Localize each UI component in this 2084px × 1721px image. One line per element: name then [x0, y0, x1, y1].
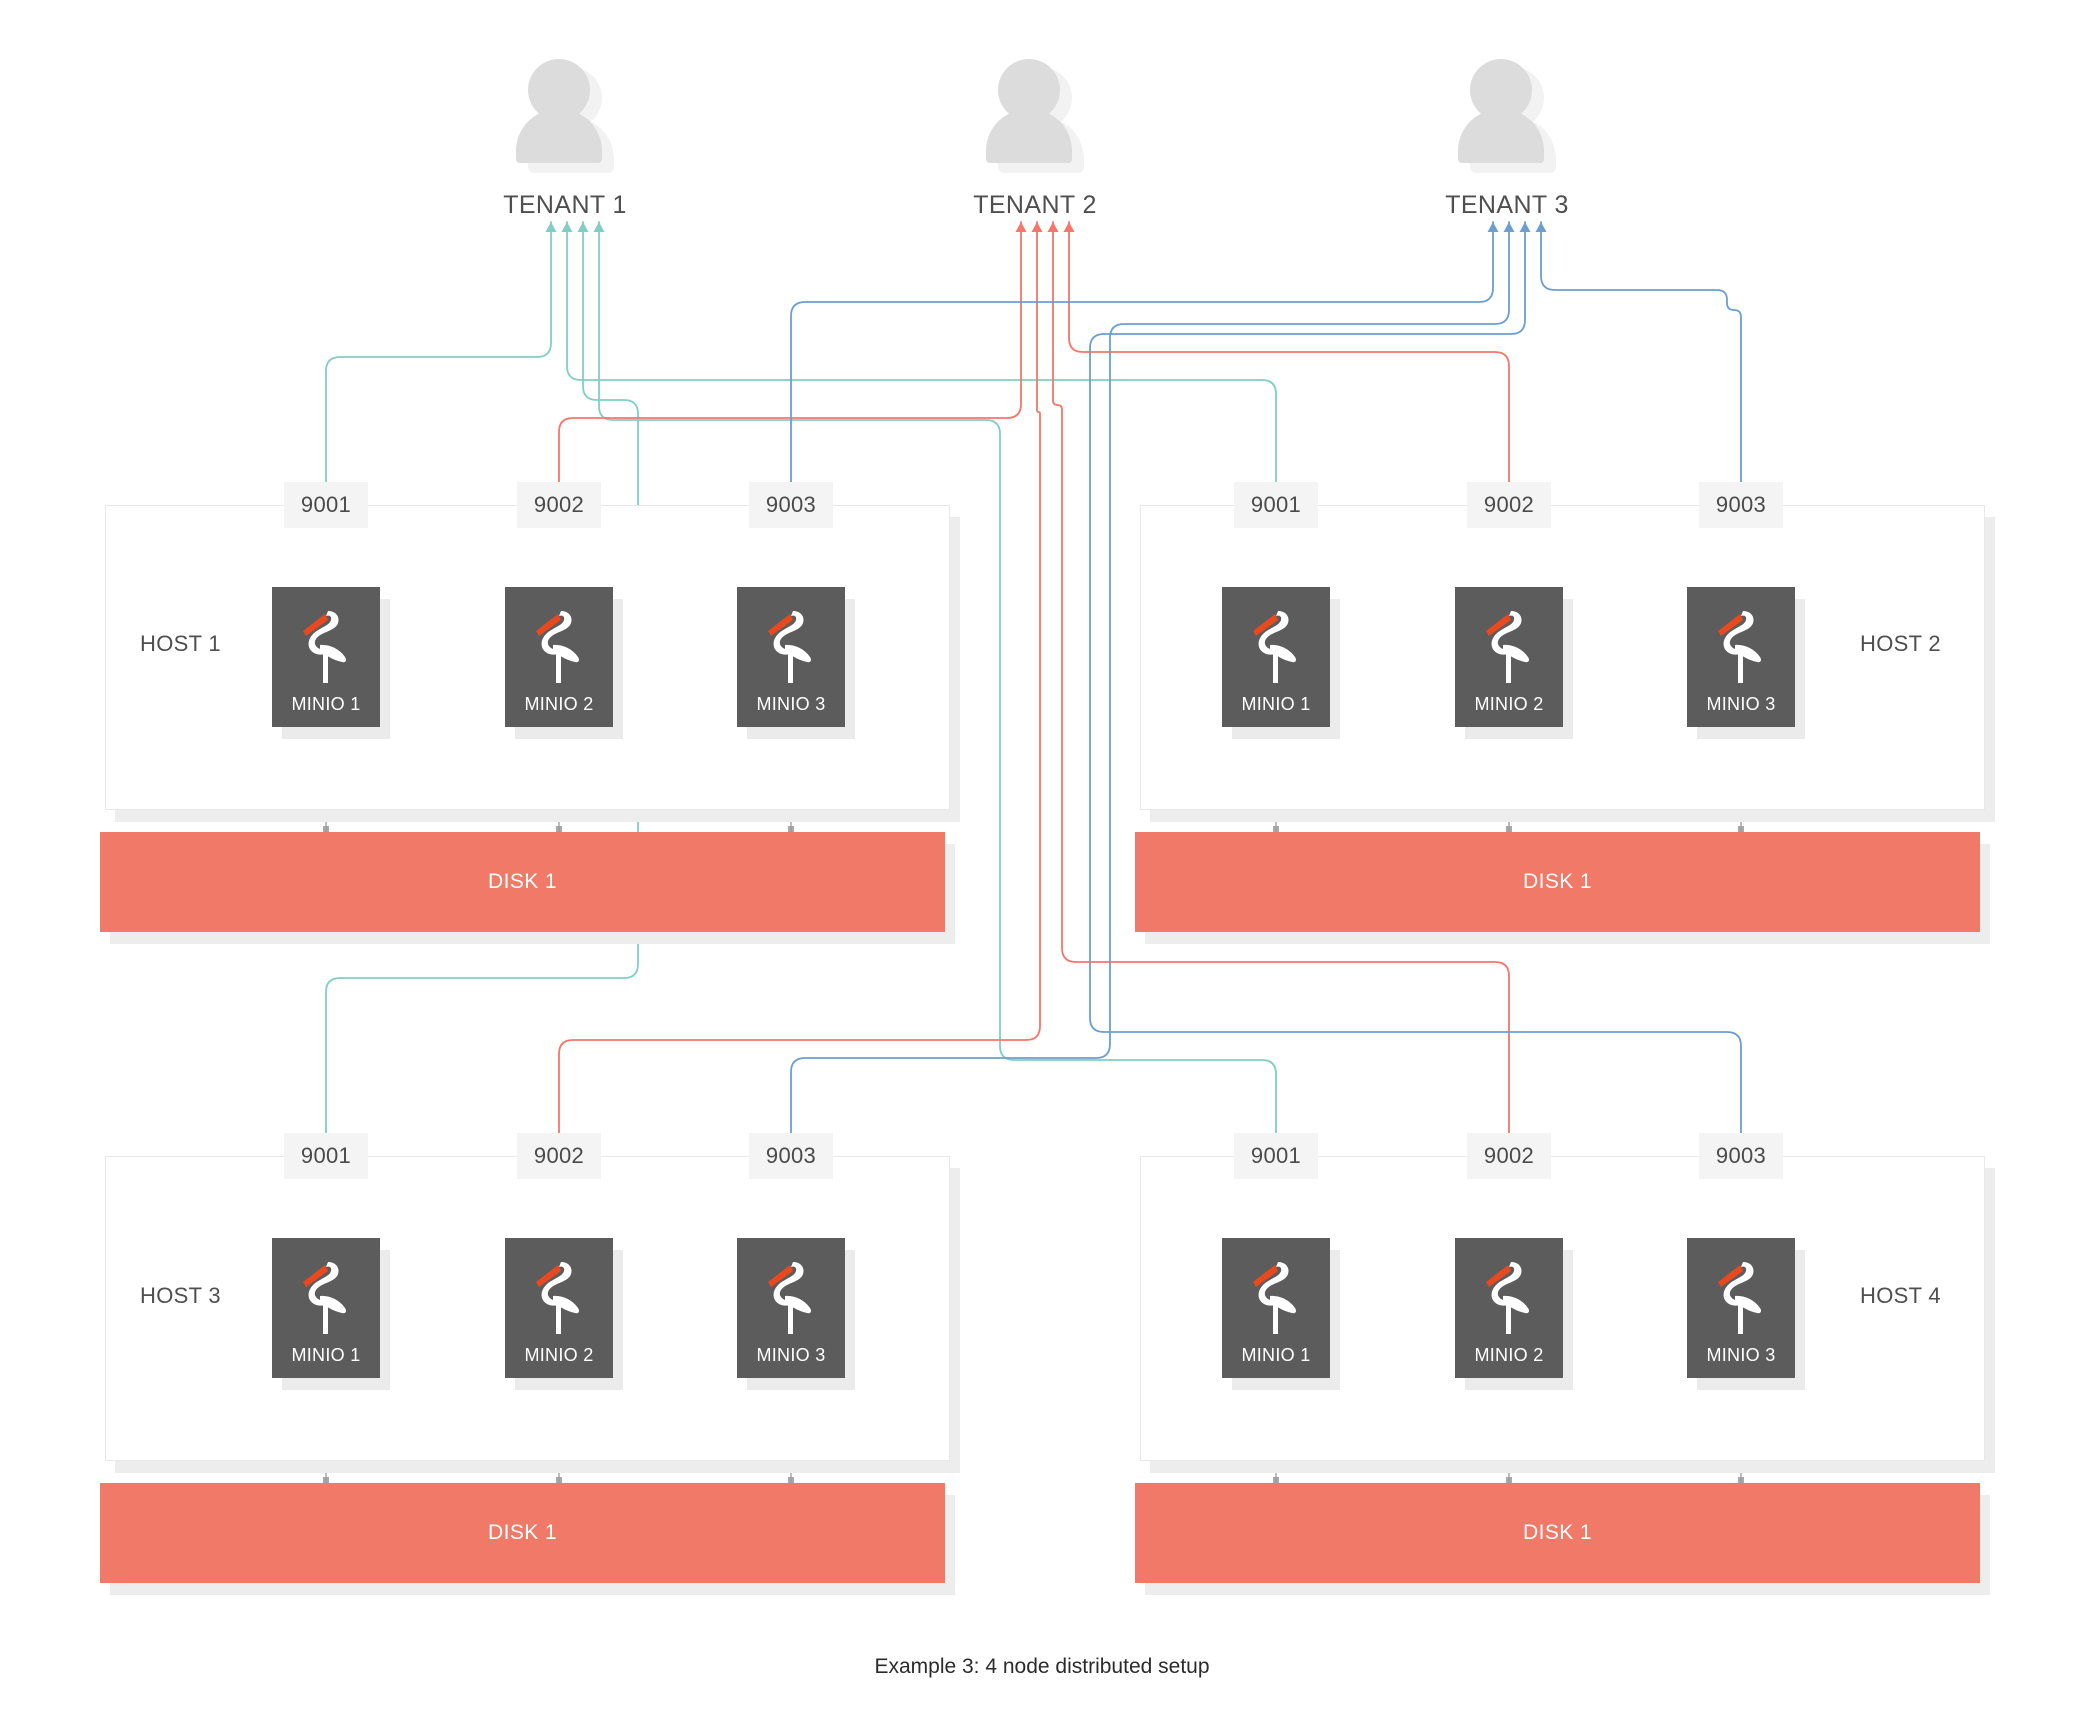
host-1-port-9002[interactable]: 9002	[517, 482, 601, 528]
minio-logo-icon	[1253, 1262, 1296, 1334]
tenant-2: TENANT 2	[925, 55, 1145, 220]
tenant-label: TENANT 3	[1445, 191, 1569, 219]
host-4-minio-3[interactable]: MINIO 3	[1687, 1238, 1795, 1378]
host-4-port-9003[interactable]: 9003	[1699, 1133, 1783, 1179]
disk-label: DISK 1	[1523, 870, 1592, 893]
host-3-minio-2[interactable]: MINIO 2	[505, 1238, 613, 1378]
minio-logo-icon	[536, 1262, 579, 1334]
host-3-minio-1[interactable]: MINIO 1	[272, 1238, 380, 1378]
minio-logo-icon	[1253, 611, 1296, 683]
host-4-disk: DISK 1	[1135, 1483, 1980, 1583]
host-3-minio-3[interactable]: MINIO 3	[737, 1238, 845, 1378]
minio-logo-icon	[1718, 611, 1761, 683]
host-2-disk: DISK 1	[1135, 832, 1980, 932]
minio-node-label: MINIO 3	[756, 1345, 826, 1365]
tenant-label: TENANT 1	[503, 191, 627, 219]
host-2-minio-3[interactable]: MINIO 3	[1687, 587, 1795, 727]
host-4-port-9001[interactable]: 9001	[1234, 1133, 1318, 1179]
host-2-label: HOST 2	[1860, 631, 1941, 656]
host-3-port-9001[interactable]: 9001	[284, 1133, 368, 1179]
host-1-port-9003[interactable]: 9003	[749, 482, 833, 528]
tenant-avatar-icon	[510, 55, 620, 175]
minio-logo-icon	[1718, 1262, 1761, 1334]
host-2-port-9002[interactable]: 9002	[1467, 482, 1551, 528]
tenant-avatar-icon	[1452, 55, 1562, 175]
host-2-port-9001[interactable]: 9001	[1234, 482, 1318, 528]
minio-node-label: MINIO 2	[1474, 694, 1544, 714]
minio-node-label: MINIO 2	[524, 694, 594, 714]
minio-node-label: MINIO 3	[1706, 694, 1776, 714]
host-4-label: HOST 4	[1860, 1283, 1941, 1308]
host-1-minio-3[interactable]: MINIO 3	[737, 587, 845, 727]
host-4-minio-2[interactable]: MINIO 2	[1455, 1238, 1563, 1378]
minio-logo-icon	[536, 611, 579, 683]
host-3-label: HOST 3	[140, 1283, 221, 1308]
host-1-minio-2[interactable]: MINIO 2	[505, 587, 613, 727]
minio-node-label: MINIO 1	[1241, 1345, 1311, 1365]
minio-node-label: MINIO 3	[756, 694, 826, 714]
figure-caption: Example 3: 4 node distributed setup	[874, 1655, 1210, 1678]
tenant-3: TENANT 3	[1397, 55, 1617, 220]
minio-logo-icon	[768, 611, 811, 683]
tenant-avatar-icon	[980, 55, 1090, 175]
minio-logo-icon	[303, 611, 346, 683]
host-3-port-9003[interactable]: 9003	[749, 1133, 833, 1179]
disk-label: DISK 1	[1523, 1521, 1592, 1544]
minio-logo-icon	[1486, 1262, 1529, 1334]
minio-node-label: MINIO 3	[1706, 1345, 1776, 1365]
minio-node-label: MINIO 1	[1241, 694, 1311, 714]
host-3-port-9002[interactable]: 9002	[517, 1133, 601, 1179]
minio-logo-icon	[303, 1262, 346, 1334]
minio-node-label: MINIO 1	[291, 694, 361, 714]
minio-node-label: MINIO 2	[524, 1345, 594, 1365]
host-1-label: HOST 1	[140, 631, 221, 656]
host-2-minio-1[interactable]: MINIO 1	[1222, 587, 1330, 727]
disk-label: DISK 1	[488, 870, 557, 893]
minio-node-label: MINIO 2	[1474, 1345, 1544, 1365]
tenant-label: TENANT 2	[973, 191, 1097, 219]
host-4-minio-1[interactable]: MINIO 1	[1222, 1238, 1330, 1378]
host-3-disk: DISK 1	[100, 1483, 945, 1583]
host-4-port-9002[interactable]: 9002	[1467, 1133, 1551, 1179]
minio-node-label: MINIO 1	[291, 1345, 361, 1365]
minio-logo-icon	[1486, 611, 1529, 683]
host-1-minio-1[interactable]: MINIO 1	[272, 587, 380, 727]
host-2-port-9003[interactable]: 9003	[1699, 482, 1783, 528]
minio-logo-icon	[768, 1262, 811, 1334]
tenant-1: TENANT 1	[455, 55, 675, 220]
host-1-port-9001[interactable]: 9001	[284, 482, 368, 528]
host-2-minio-2[interactable]: MINIO 2	[1455, 587, 1563, 727]
disk-label: DISK 1	[488, 1521, 557, 1544]
host-1-disk: DISK 1	[100, 832, 945, 932]
